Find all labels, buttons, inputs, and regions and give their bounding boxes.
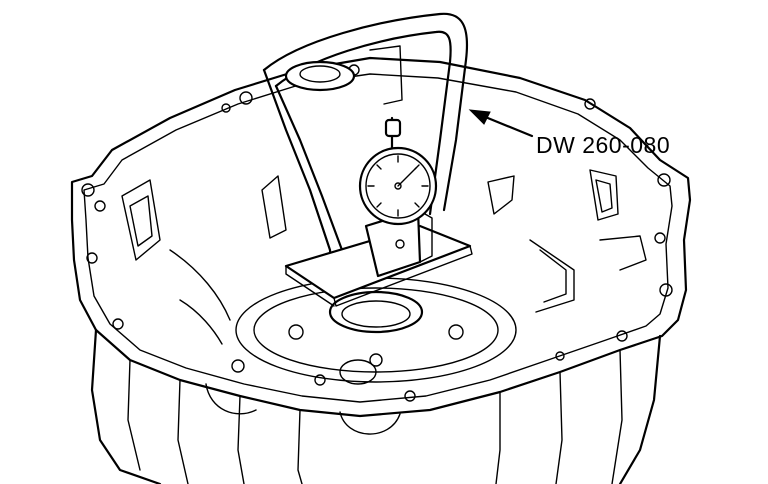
flange-bolt-holes	[81, 64, 673, 402]
bearing-bore	[235, 277, 517, 383]
callout-label: DW 260-080	[536, 132, 670, 158]
callout-dw-260-080: DW 260-080	[468, 109, 670, 158]
dial-indicator	[358, 116, 438, 278]
housing-internal-ribs	[121, 169, 647, 345]
